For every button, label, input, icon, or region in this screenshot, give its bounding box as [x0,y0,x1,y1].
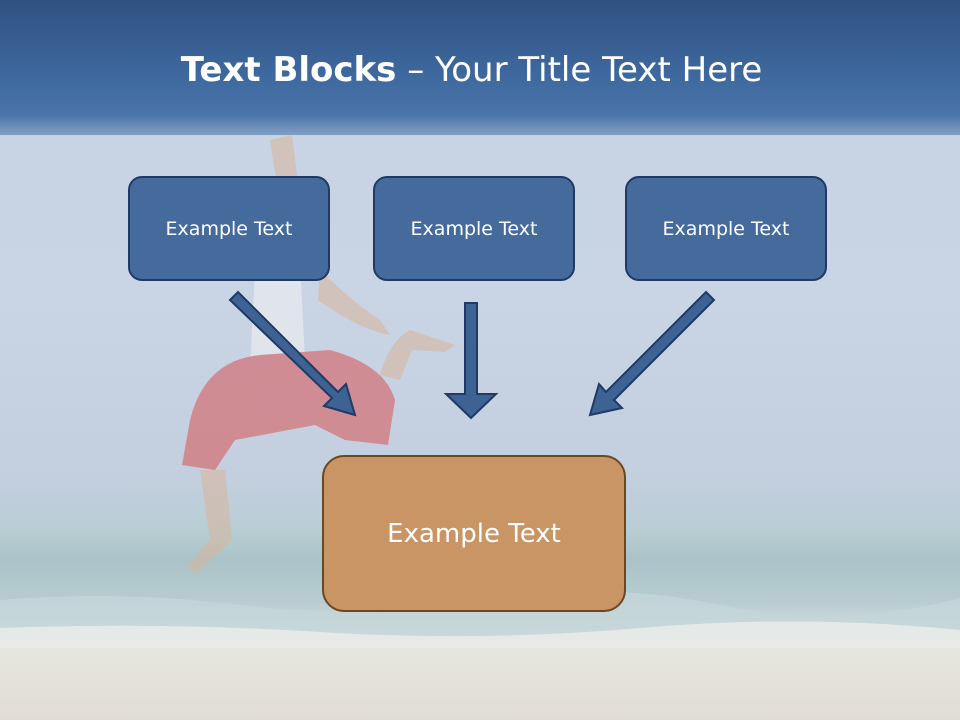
text-block-bottom[interactable]: Example Text [322,455,626,612]
text-block-bottom-label: Example Text [387,518,561,549]
arrow-center-down [443,302,499,420]
text-block-center[interactable]: Example Text [373,176,575,281]
slide-title: Text Blocks – Your Title Text Here [0,50,943,90]
text-block-right[interactable]: Example Text [625,176,827,281]
arrow-left-diagonal [228,290,357,417]
arrow-right-diagonal [588,290,716,417]
text-block-left-label: Example Text [165,217,293,240]
title-regular-part: – Your Title Text Here [396,50,763,90]
text-block-right-label: Example Text [662,217,790,240]
text-block-left[interactable]: Example Text [128,176,330,281]
title-band [0,0,960,135]
title-bold-part: Text Blocks [180,50,397,90]
text-block-center-label: Example Text [410,217,538,240]
